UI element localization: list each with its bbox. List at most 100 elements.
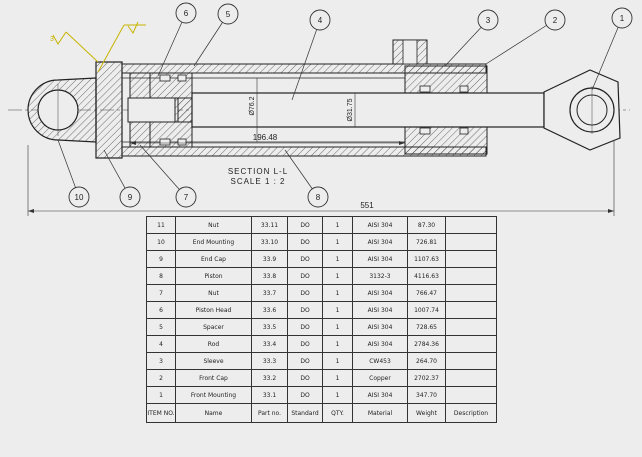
table-cell: DO: [287, 318, 323, 336]
table-cell: 347.70: [407, 386, 446, 404]
table-cell: 1: [322, 352, 353, 370]
table-cell: Copper: [352, 369, 408, 387]
table-cell: 33.5: [251, 318, 288, 336]
table-cell: [445, 386, 497, 404]
table-cell: DO: [287, 301, 323, 319]
table-cell: 33.11: [251, 216, 288, 234]
table-cell: 87.30: [407, 216, 446, 234]
callout-number: 7: [184, 193, 189, 202]
end-mounting-part: [27, 77, 97, 143]
table-cell: [445, 301, 497, 319]
callout-bubble: 1: [591, 7, 633, 91]
front-mounting-part: [543, 69, 621, 151]
table-cell: DO: [287, 267, 323, 285]
table-cell: Nut: [175, 216, 252, 234]
table-cell: 728.65: [407, 318, 446, 336]
overall-length-dimension: [27, 140, 615, 216]
callout-bubble: 7: [139, 144, 197, 208]
table-cell: 6: [146, 301, 176, 319]
table-cell: [445, 335, 497, 353]
callout-number: 5: [226, 10, 231, 19]
table-header-cell: Weight: [407, 403, 446, 423]
table-cell: 726.81: [407, 233, 446, 251]
table-cell: 33.4: [251, 335, 288, 353]
table-header-cell: Standard: [287, 403, 323, 423]
callout-number: 2: [553, 16, 558, 25]
table-cell: 3132-3: [352, 267, 408, 285]
table-cell: 4: [146, 335, 176, 353]
table-cell: [445, 318, 497, 336]
rod-diameter-label: Ø31.75: [347, 98, 354, 121]
callout-number: 1: [620, 14, 625, 23]
table-cell: 33.3: [251, 352, 288, 370]
overall-length-label: 551: [360, 201, 374, 210]
callout-bubble: 9: [103, 149, 141, 208]
table-cell: 1: [322, 233, 353, 251]
table-header-cell: Material: [352, 403, 408, 423]
table-cell: [445, 216, 497, 234]
table-cell: DO: [287, 386, 323, 404]
table-cell: 1: [322, 301, 353, 319]
table-cell: Front Mounting: [175, 386, 252, 404]
table-cell: Sleeve: [175, 352, 252, 370]
table-cell: 7: [146, 284, 176, 302]
table-cell: [445, 250, 497, 268]
inner-length-dimension: [130, 141, 405, 145]
table-cell: 33.7: [251, 284, 288, 302]
table-cell: Piston: [175, 267, 252, 285]
table-cell: 33.9: [251, 250, 288, 268]
end-cap-part: [95, 61, 123, 159]
table-cell: Piston Head: [175, 301, 252, 319]
table-header-cell: Part no.: [251, 403, 288, 423]
table-cell: DO: [287, 335, 323, 353]
table-cell: 766.47: [407, 284, 446, 302]
table-cell: 4116.63: [407, 267, 446, 285]
rod-part: [191, 92, 545, 128]
callout-number: 6: [184, 9, 189, 18]
table-cell: AISI 304: [352, 250, 408, 268]
callout-number: 10: [75, 193, 84, 202]
table-cell: DO: [287, 216, 323, 234]
table-cell: 264.70: [407, 352, 446, 370]
table-cell: 5: [146, 318, 176, 336]
table-cell: [445, 369, 497, 387]
table-cell: DO: [287, 352, 323, 370]
surface-finish-label: 3: [50, 36, 54, 43]
table-cell: Rod: [175, 335, 252, 353]
callout-bubble: 8: [284, 149, 329, 208]
table-cell: 2702.37: [407, 369, 446, 387]
table-cell: 1: [322, 216, 353, 234]
table-cell: 1: [322, 335, 353, 353]
table-cell: AISI 304: [352, 318, 408, 336]
callout-bubble: 4: [291, 9, 331, 101]
table-cell: AISI 304: [352, 233, 408, 251]
table-cell: 1107.63: [407, 250, 446, 268]
table-cell: 1: [146, 386, 176, 404]
callout-bubble: 6: [157, 2, 197, 77]
table-cell: DO: [287, 233, 323, 251]
table-cell: 11: [146, 216, 176, 234]
callout-number: 8: [316, 193, 321, 202]
inner-length-label: 196.48: [253, 133, 278, 142]
table-cell: 33.8: [251, 267, 288, 285]
callout-group: 1 2 3 4 5 6 7 8 9 10: [57, 2, 633, 208]
callout-bubble: 3: [444, 9, 499, 67]
table-cell: Spacer: [175, 318, 252, 336]
table-cell: 33.2: [251, 369, 288, 387]
table-cell: End Cap: [175, 250, 252, 268]
table-cell: [445, 284, 497, 302]
piston-head-part: [127, 72, 194, 148]
table-cell: 1: [322, 386, 353, 404]
